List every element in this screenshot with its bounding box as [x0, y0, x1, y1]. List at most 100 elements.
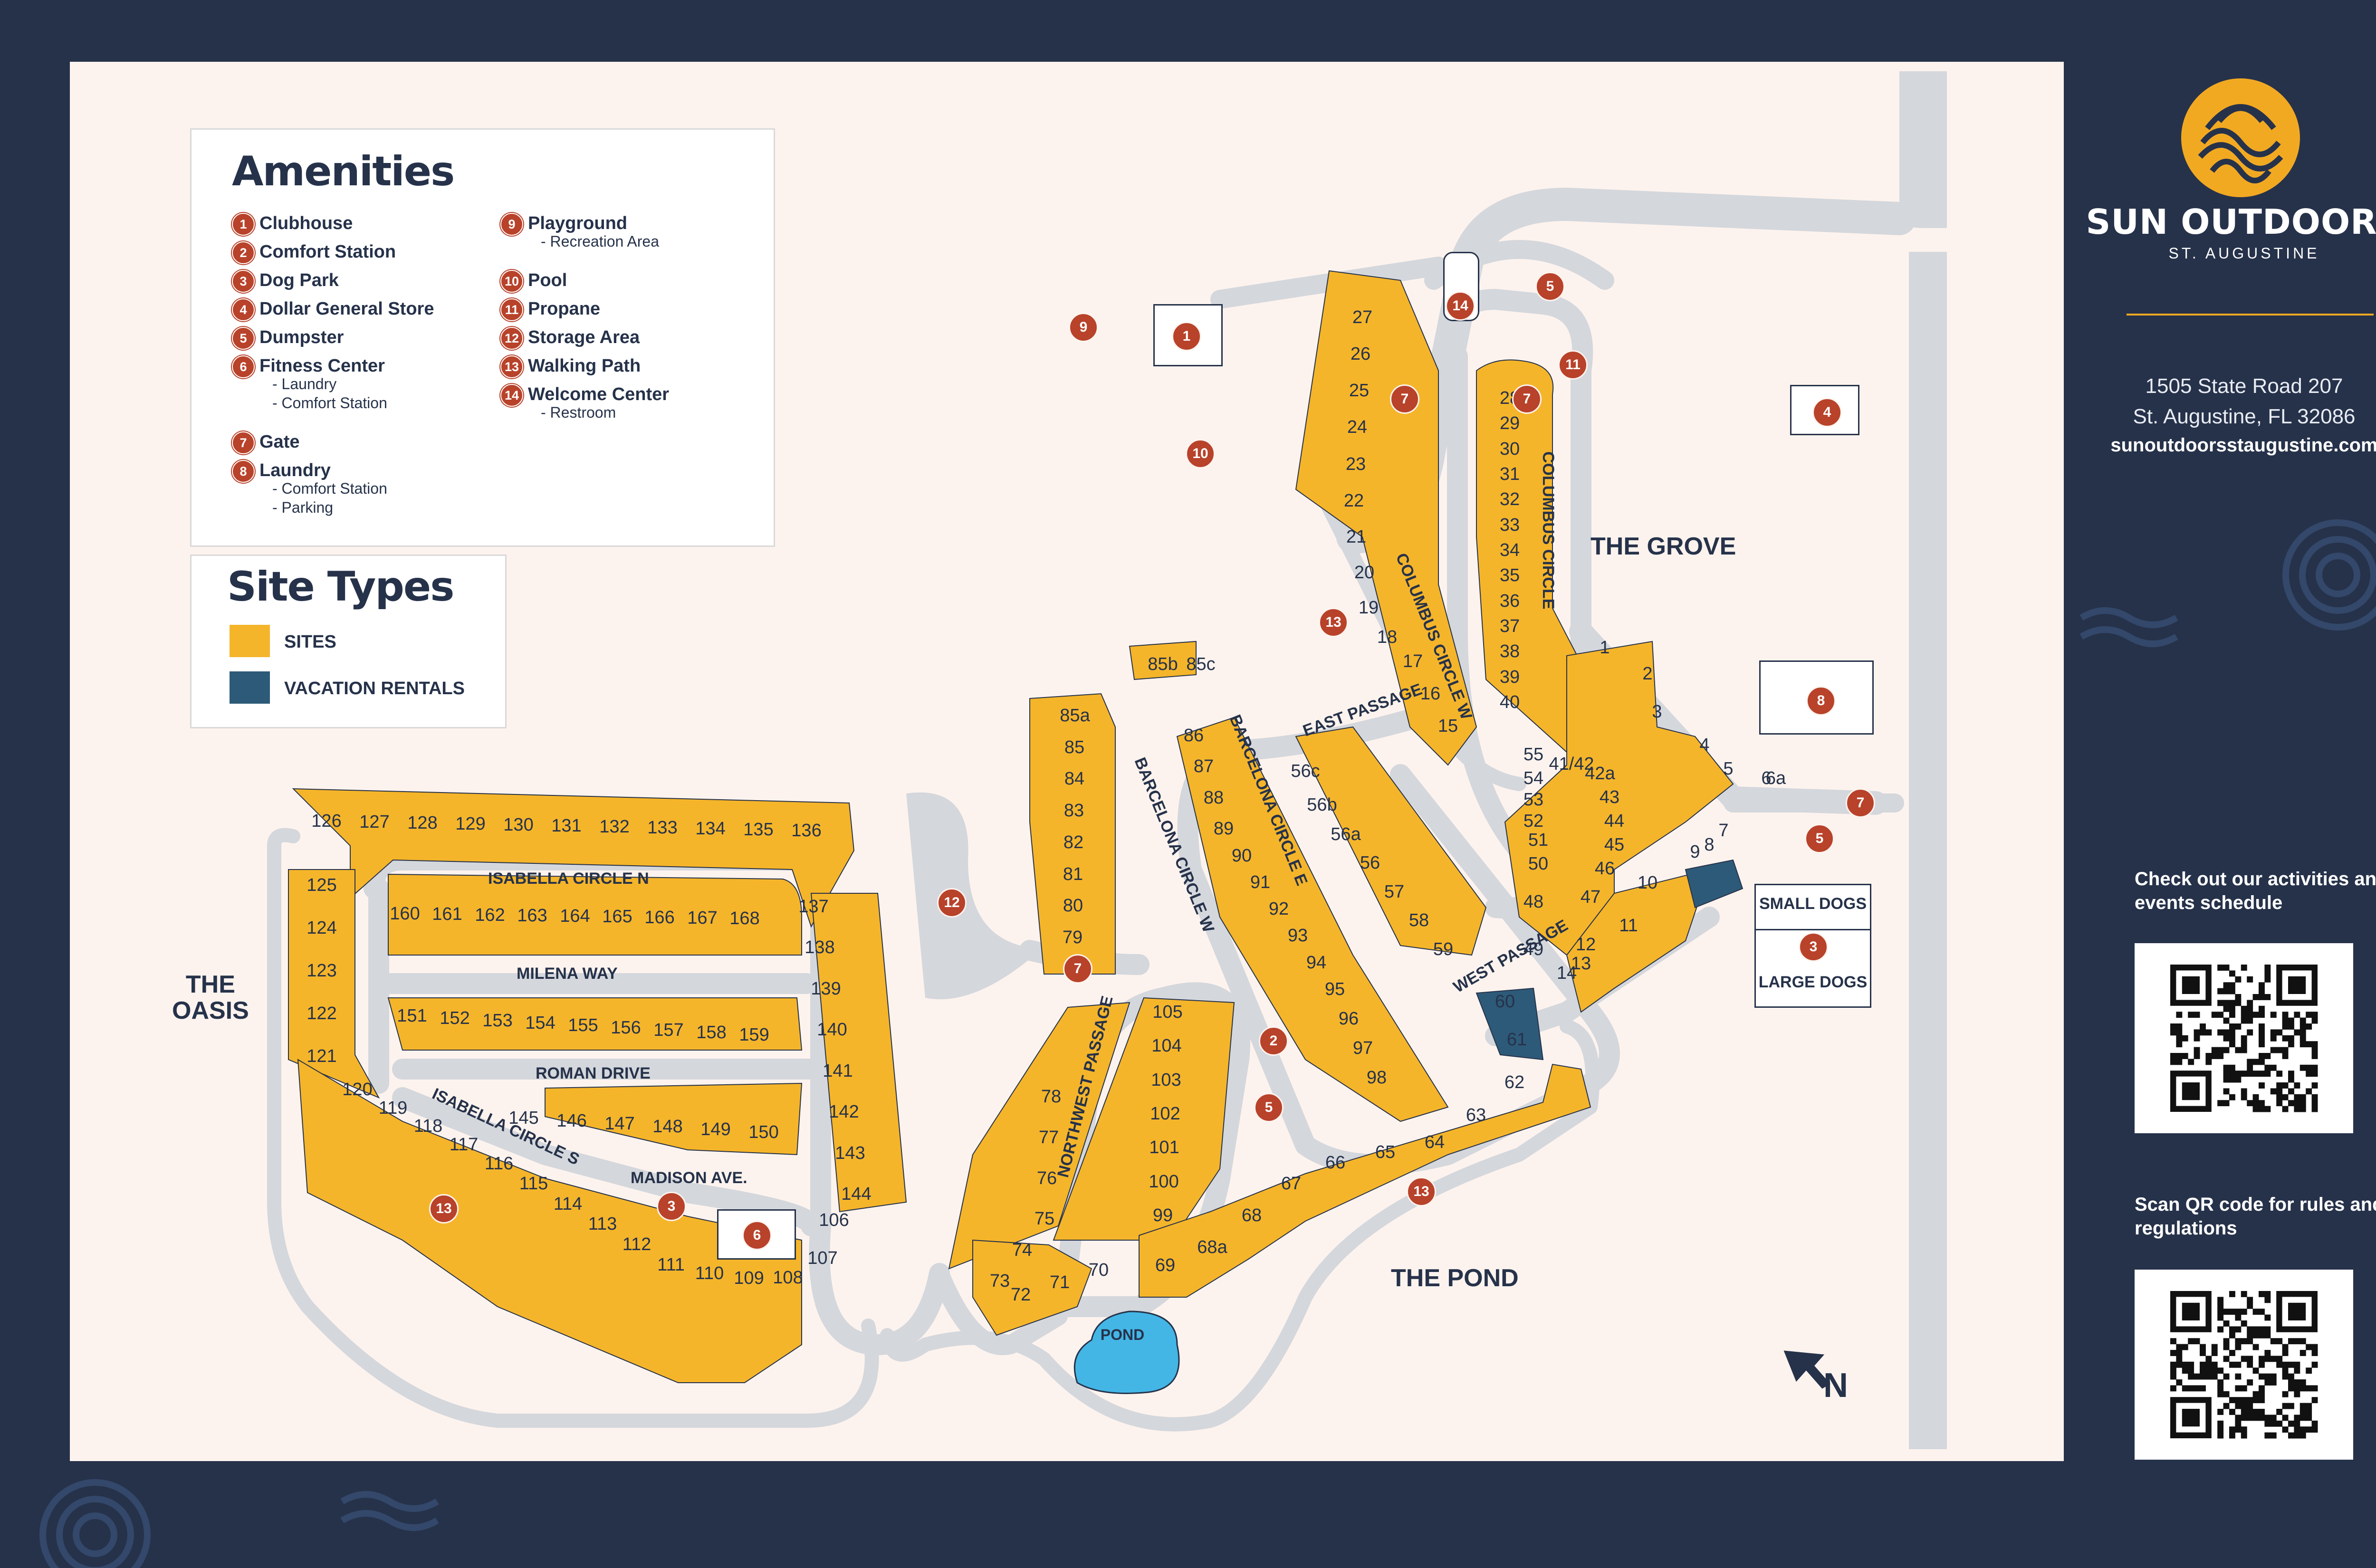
site-lot-number[interactable]: 126 [311, 811, 341, 831]
site-lot-number[interactable]: 36 [1500, 591, 1520, 611]
site-lot-number[interactable]: 13 [1571, 954, 1591, 974]
site-lot-number[interactable]: 5 [1723, 759, 1733, 779]
amenity-marker[interactable]: 6 [742, 1221, 772, 1250]
site-lot-number[interactable]: 161 [432, 904, 462, 924]
amenity-marker[interactable]: 7 [1846, 788, 1875, 818]
site-lot-number[interactable]: 85b [1148, 654, 1178, 674]
site-lot-number[interactable]: 164 [560, 906, 590, 926]
site-lot-number[interactable]: 138 [805, 937, 834, 957]
site-lot-number[interactable]: 97 [1353, 1038, 1373, 1058]
site-lot-number[interactable]: 139 [811, 979, 841, 999]
site-lot-number[interactable]: 136 [791, 821, 821, 841]
site-lot-number[interactable]: 168 [729, 908, 759, 928]
site-lot-number[interactable]: 6a [1766, 768, 1786, 788]
site-lot-number[interactable]: 96 [1339, 1009, 1359, 1029]
amenity-marker[interactable]: 1 [1172, 322, 1201, 351]
site-lot-number[interactable]: 56c [1291, 761, 1320, 781]
website-link[interactable]: sunoutdoorsstaugustine.com [2110, 435, 2376, 456]
site-lot-number[interactable]: 86 [1184, 726, 1204, 746]
amenity-marker[interactable]: 11 [1558, 350, 1588, 380]
site-lot-number[interactable]: 124 [307, 918, 336, 938]
site-lot-number[interactable]: 23 [1346, 454, 1366, 474]
activities-qr-code[interactable] [2135, 943, 2353, 1133]
site-lot-number[interactable]: 143 [835, 1143, 865, 1163]
site-lot-number[interactable]: 72 [1011, 1285, 1031, 1305]
site-lot-number[interactable]: 19 [1359, 598, 1379, 618]
site-lot-number[interactable]: 52 [1523, 811, 1543, 831]
site-lot-number[interactable]: 118 [414, 1116, 443, 1136]
site-lot-number[interactable]: 71 [1050, 1272, 1070, 1292]
site-lot-number[interactable]: 29 [1500, 413, 1520, 433]
site-lot-number[interactable]: 34 [1500, 540, 1520, 560]
site-lot-number[interactable]: 79 [1063, 927, 1083, 947]
site-lot-number[interactable]: 156 [611, 1018, 641, 1038]
site-lot-number[interactable]: 145 [508, 1108, 538, 1128]
site-lot-number[interactable]: 67 [1281, 1174, 1301, 1194]
amenity-marker[interactable]: 8 [1806, 686, 1836, 716]
amenity-marker[interactable]: 13 [429, 1194, 459, 1224]
site-lot-number[interactable]: 20 [1354, 563, 1374, 583]
site-lot-number[interactable]: 113 [588, 1214, 617, 1234]
site-lot-number[interactable]: 85 [1064, 737, 1084, 757]
site-lot-number[interactable]: 90 [1232, 846, 1252, 866]
site-lot-number[interactable]: 77 [1039, 1128, 1059, 1147]
site-lot-number[interactable]: 9 [1690, 842, 1700, 862]
site-lot-number[interactable]: 7 [1718, 821, 1728, 841]
site-lot-number[interactable]: 99 [1153, 1205, 1173, 1225]
site-lot-number[interactable]: 165 [602, 907, 632, 927]
site-lot-number[interactable]: 81 [1063, 864, 1083, 884]
site-lot-number[interactable]: 78 [1041, 1087, 1061, 1107]
site-lot-number[interactable]: 83 [1064, 801, 1084, 821]
site-lot-number[interactable]: 159 [739, 1025, 769, 1045]
site-lot-number[interactable]: 40 [1500, 692, 1520, 712]
site-lot-number[interactable]: 120 [342, 1080, 372, 1100]
site-lot-number[interactable]: 110 [695, 1263, 724, 1283]
site-lot-number[interactable]: 152 [440, 1008, 469, 1028]
site-lot-number[interactable]: 18 [1377, 627, 1397, 647]
amenity-marker[interactable]: 5 [1805, 824, 1834, 853]
site-lot-number[interactable]: 63 [1466, 1105, 1486, 1125]
site-lot-number[interactable]: 153 [482, 1011, 512, 1031]
site-lot-number[interactable]: 32 [1500, 489, 1520, 509]
site-lot-number[interactable]: 4 [1699, 735, 1709, 755]
site-lot-number[interactable]: 25 [1349, 381, 1369, 401]
site-lot-number[interactable]: 42a [1585, 764, 1615, 784]
site-lot-number[interactable]: 140 [817, 1020, 847, 1040]
site-lot-number[interactable]: 51 [1528, 830, 1548, 850]
site-lot-number[interactable]: 75 [1035, 1209, 1054, 1229]
site-lot-number[interactable]: 101 [1149, 1138, 1179, 1157]
site-lot-number[interactable]: 56b [1307, 795, 1337, 815]
site-lot-number[interactable]: 17 [1403, 651, 1423, 671]
site-lot-number[interactable]: 27 [1352, 307, 1372, 327]
site-lot-number[interactable]: 157 [653, 1020, 683, 1040]
site-lot-number[interactable]: 68 [1242, 1205, 1262, 1225]
site-lot-number[interactable]: 84 [1064, 769, 1084, 789]
site-lot-number[interactable]: 147 [604, 1114, 634, 1134]
site-lot-number[interactable]: 160 [390, 904, 420, 924]
site-lot-number[interactable]: 33 [1500, 515, 1520, 535]
site-lot-number[interactable]: 91 [1250, 872, 1270, 892]
site-lot-number[interactable]: 46 [1595, 859, 1615, 879]
site-lot-number[interactable]: 80 [1063, 896, 1083, 916]
site-lot-number[interactable]: 15 [1438, 716, 1458, 736]
site-lot-number[interactable]: 39 [1500, 667, 1520, 687]
site-lot-number[interactable]: 37 [1500, 616, 1520, 636]
site-lot-number[interactable]: 149 [700, 1119, 730, 1139]
site-lot-number[interactable]: 3 [1652, 702, 1662, 722]
site-lot-number[interactable]: 65 [1375, 1142, 1395, 1162]
site-lot-number[interactable]: 114 [554, 1194, 583, 1214]
site-lot-number[interactable]: 148 [652, 1117, 682, 1137]
site-lot-number[interactable]: 89 [1214, 819, 1234, 839]
site-lot-number[interactable]: 31 [1500, 464, 1520, 484]
site-lot-number[interactable]: 54 [1523, 768, 1543, 788]
site-lot-number[interactable]: 167 [687, 908, 717, 928]
site-lot-number[interactable]: 62 [1504, 1072, 1524, 1092]
site-lot-number[interactable]: 55 [1523, 745, 1543, 765]
site-lot-number[interactable]: 154 [525, 1013, 555, 1033]
site-lot-number[interactable]: 16 [1420, 684, 1440, 704]
site-lot-number[interactable]: 44 [1604, 811, 1624, 831]
dog-park-marker[interactable]: 3 [1799, 932, 1828, 962]
site-lot-number[interactable]: 26 [1351, 344, 1370, 364]
site-lot-number[interactable]: 22 [1344, 491, 1364, 511]
site-lot-number[interactable]: 107 [807, 1248, 837, 1268]
